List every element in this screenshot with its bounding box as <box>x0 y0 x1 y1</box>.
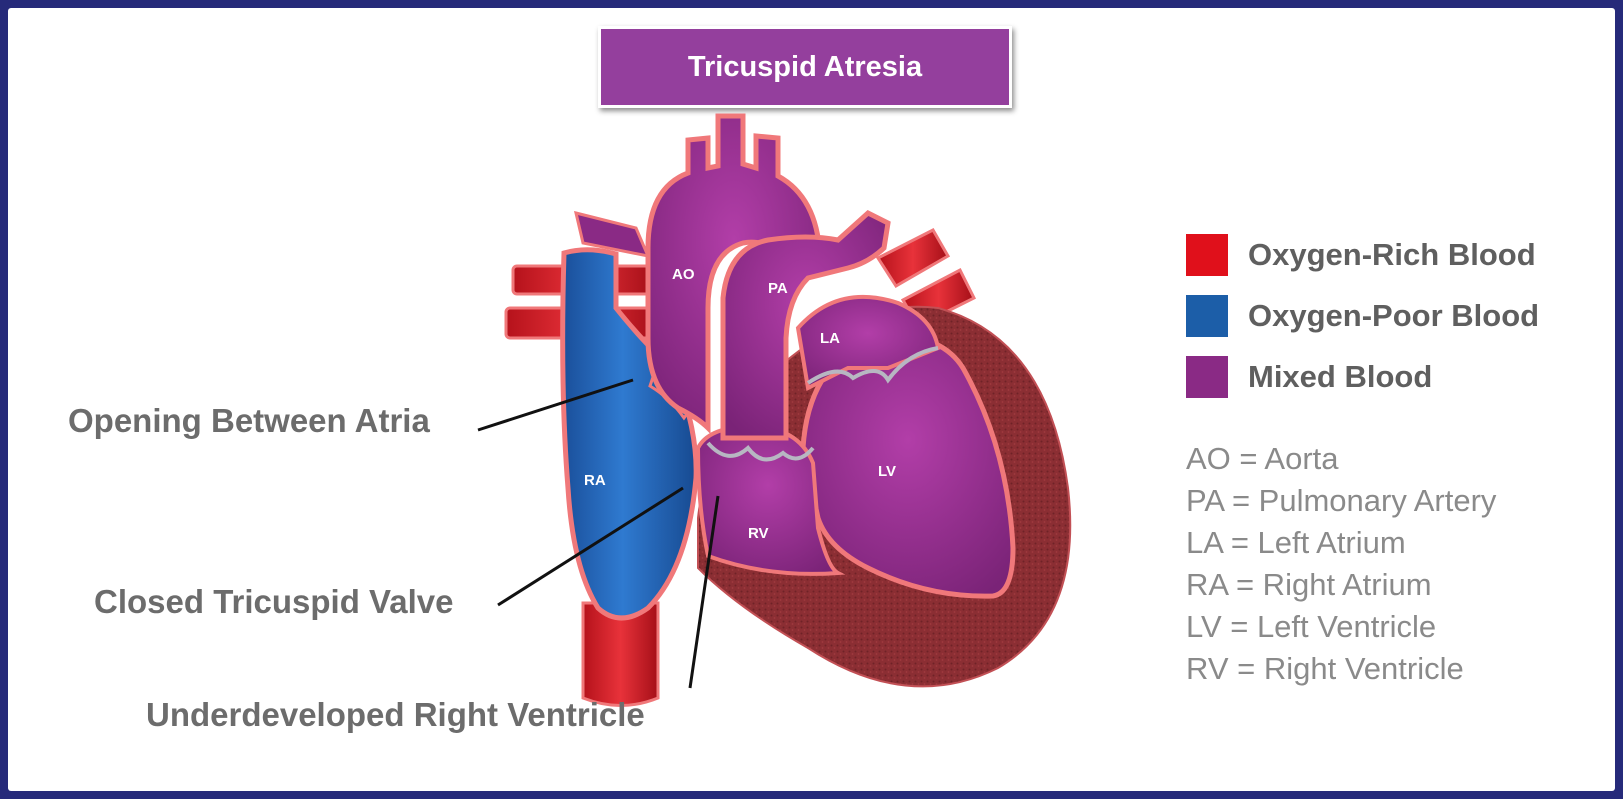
legend-item-oxygen-rich: Oxygen-Rich Blood <box>1186 233 1536 277</box>
abbreviation-ra: RA = Right Atrium <box>1186 567 1432 603</box>
legend-item-oxygen-poor: Oxygen-Poor Blood <box>1186 294 1539 338</box>
chamber-label-ao: AO <box>672 266 695 283</box>
legend-swatch-purple <box>1186 356 1228 398</box>
chamber-label-pa: PA <box>768 280 788 297</box>
legend-swatch-red <box>1186 234 1228 276</box>
legend-item-mixed: Mixed Blood <box>1186 355 1432 399</box>
legend-label: Oxygen-Poor Blood <box>1248 298 1539 334</box>
abbreviation-ao: AO = Aorta <box>1186 441 1339 477</box>
diagram-panel: Tricuspid Atresia <box>8 8 1615 791</box>
legend-swatch-blue <box>1186 295 1228 337</box>
chamber-label-rv: RV <box>748 525 769 542</box>
callout-closed-tricuspid-valve: Closed Tricuspid Valve <box>94 583 453 621</box>
chamber-label-la: LA <box>820 330 840 347</box>
legend-label: Oxygen-Rich Blood <box>1248 237 1536 273</box>
callout-opening-between-atria: Opening Between Atria <box>68 402 430 440</box>
chamber-label-lv: LV <box>878 463 896 480</box>
chamber-label-ra: RA <box>584 472 606 489</box>
abbreviation-la: LA = Left Atrium <box>1186 525 1406 561</box>
abbreviation-rv: RV = Right Ventricle <box>1186 651 1464 687</box>
callout-underdeveloped-right-ventricle: Underdeveloped Right Ventricle <box>146 696 645 734</box>
legend-label: Mixed Blood <box>1248 359 1432 395</box>
abbreviation-pa: PA = Pulmonary Artery <box>1186 483 1496 519</box>
abbreviation-lv: LV = Left Ventricle <box>1186 609 1436 645</box>
